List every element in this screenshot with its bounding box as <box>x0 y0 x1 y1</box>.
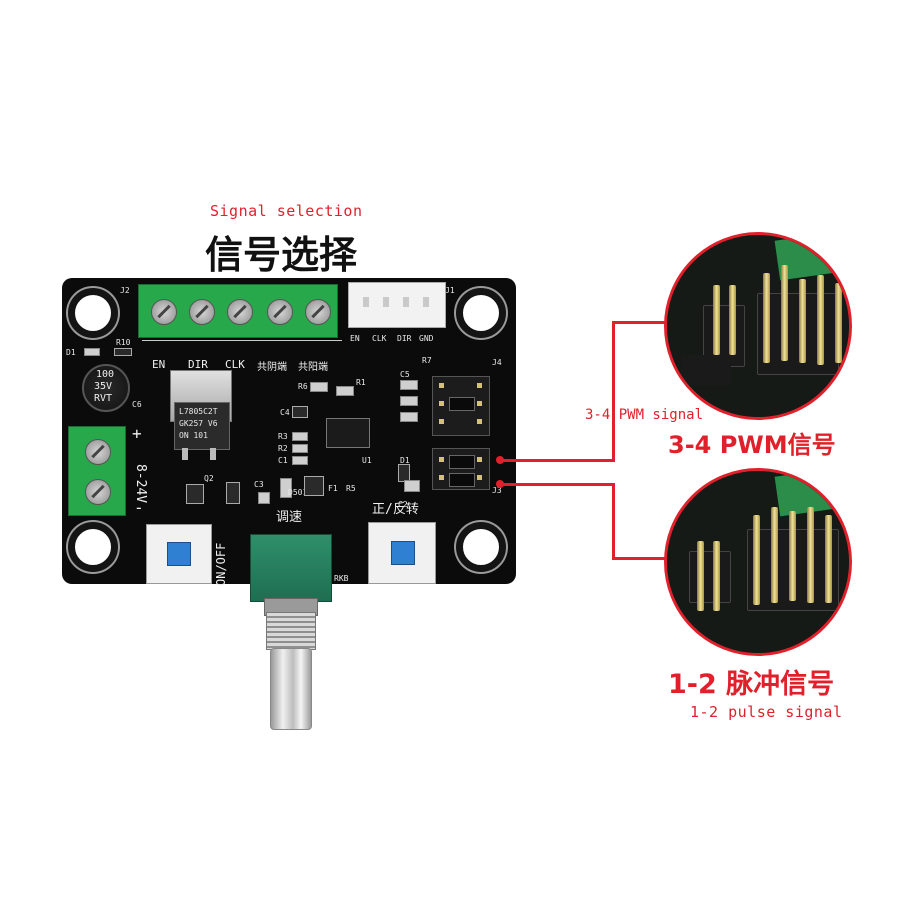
pwm-label-en: 3-4 PWM signal <box>585 407 704 423</box>
mounting-hole <box>68 522 118 572</box>
power-minus: - <box>134 498 144 517</box>
ref-r1: R1 <box>356 378 366 387</box>
screw <box>189 299 215 325</box>
button-cap[interactable] <box>391 541 415 565</box>
onoff-button[interactable] <box>146 524 212 584</box>
zoom-pulse-jumper <box>664 468 852 656</box>
mounting-hole <box>456 522 506 572</box>
marker-dot-pulse <box>496 480 504 488</box>
ref-j2: J2 <box>120 286 130 295</box>
pot-knob[interactable] <box>270 648 312 730</box>
power-plus: + <box>132 424 142 443</box>
ref-c4: C4 <box>280 408 290 417</box>
ref-r10: R10 <box>116 338 131 347</box>
speed-potentiometer[interactable] <box>250 534 332 602</box>
pulse-line-h <box>502 483 614 486</box>
pwm-line-top <box>612 321 668 324</box>
screw <box>85 439 111 465</box>
ref-j3: J3 <box>492 486 502 495</box>
signal-connector <box>348 282 446 328</box>
ref-c1: C1 <box>278 456 288 465</box>
ref-r5: R5 <box>346 484 356 493</box>
driver-chip <box>326 418 370 448</box>
screw <box>267 299 293 325</box>
ref-r3: R3 <box>278 432 288 441</box>
screw <box>227 299 253 325</box>
ref-f1: F1 <box>328 484 338 493</box>
ref-c6: C6 <box>132 400 142 409</box>
button-cap[interactable] <box>167 542 191 566</box>
ref-q2: Q2 <box>204 474 214 483</box>
ref-c2: C2 <box>398 500 408 509</box>
ref-c5: C5 <box>400 370 410 379</box>
direction-label: 正/反转 <box>372 502 419 517</box>
voltage-regulator: L7805C2T GK257 V6 ON 101 <box>174 402 230 450</box>
ref-c3: C3 <box>254 480 264 489</box>
ref-d1-b: D1 <box>400 456 410 465</box>
zoom-pwm-jumper <box>664 232 852 420</box>
ref-r7: R7 <box>422 356 432 365</box>
label-dir: DIR <box>188 358 208 371</box>
mounting-hole <box>456 288 506 338</box>
pulse-line-bottom <box>612 557 668 560</box>
electrolytic-capacitor: 100 35V RVT <box>82 364 130 412</box>
pot-label: RKB <box>334 574 349 583</box>
pulse-line-v <box>612 483 615 559</box>
direction-button[interactable] <box>368 522 436 584</box>
signal-selection-cn: 信号选择 <box>205 233 358 277</box>
signal-terminal-block <box>138 284 338 338</box>
conn-label-clk: CLK <box>372 334 387 343</box>
ref-r2: R2 <box>278 444 288 453</box>
label-clk: CLK <box>225 358 245 371</box>
marker-dot-pwm <box>496 456 504 464</box>
ref-d501: D501 <box>288 488 308 497</box>
conn-label-dir: DIR <box>397 334 412 343</box>
pot-shaft <box>266 612 316 650</box>
mounting-hole <box>68 288 118 338</box>
pulse-label-cn: 1-2 脉冲信号 <box>668 669 835 700</box>
pwm-label-cn: 3-4 PWM信号 <box>668 431 836 459</box>
jumper-header-bottom[interactable] <box>432 448 490 490</box>
ref-d1: D1 <box>66 348 76 357</box>
ref-r6: R6 <box>298 382 308 391</box>
screw <box>305 299 331 325</box>
onoff-label: ON/OFF <box>214 542 228 586</box>
label-en: EN <box>152 358 166 371</box>
conn-label-gnd: GND <box>419 334 434 343</box>
conn-label-en: EN <box>350 334 360 343</box>
jumper-header-top[interactable] <box>432 376 490 436</box>
label-common-cathode: 共阴端 <box>257 362 287 373</box>
signal-selection-en: Signal selection <box>210 202 363 220</box>
ref-u1: U1 <box>362 456 372 465</box>
power-terminal-block <box>68 426 126 516</box>
speed-label: 调速 <box>276 510 303 525</box>
screw <box>85 479 111 505</box>
pwm-line-h <box>502 459 614 462</box>
pulse-label-en: 1-2 pulse signal <box>690 703 843 721</box>
pwm-line-v <box>612 321 615 462</box>
screw <box>151 299 177 325</box>
pcb-board: J2 J1 EN DIR CLK 共阴端 共阳端 EN CLK DIR GND … <box>62 278 516 586</box>
ref-j1: J1 <box>445 286 455 295</box>
label-common-anode: 共阳端 <box>298 362 328 373</box>
ref-j4: J4 <box>492 358 502 367</box>
